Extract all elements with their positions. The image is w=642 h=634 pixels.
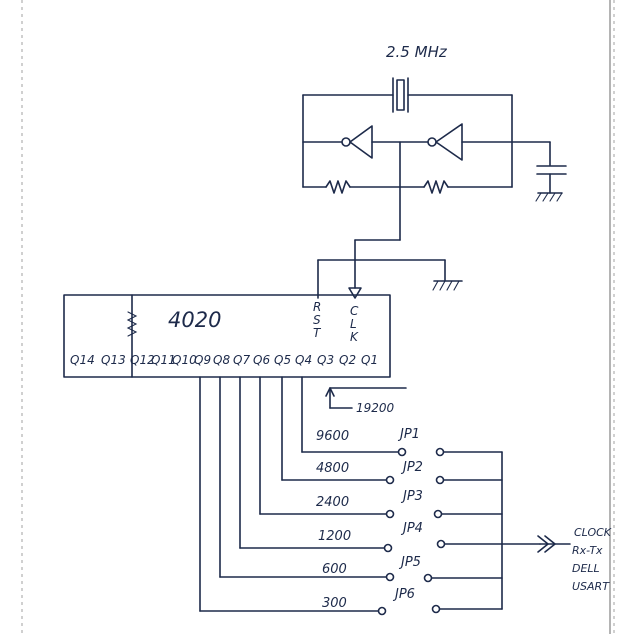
pin-label-q1: Q1 bbox=[361, 353, 378, 367]
ic-output-pin-labels: Q14 Q13 Q12 Q11 Q10 Q9 Q8 Q7 Q6 Q5 Q4 Q3… bbox=[70, 353, 378, 367]
jumper-label-jp2: JP2 bbox=[400, 460, 423, 475]
pin-label-q7: Q7 bbox=[233, 353, 250, 367]
clock-input-triangle bbox=[348, 287, 362, 299]
jp2-right-contact bbox=[435, 475, 445, 485]
rate-2400: 2400 bbox=[316, 495, 349, 510]
jp4-right-contact bbox=[436, 539, 446, 549]
counter-ic-4020: 4020 R S T C L K Q14 Q13 Q12 Q11 Q10 Q9 … bbox=[63, 294, 391, 378]
jp1-left-contact bbox=[397, 447, 407, 457]
crystal-symbol bbox=[302, 77, 513, 113]
jp5-left-contact bbox=[385, 572, 395, 582]
clk-letter-k: K bbox=[350, 330, 359, 344]
jumper-label-jp1: JP1 bbox=[397, 427, 420, 442]
output-label-dell: DELL bbox=[572, 562, 600, 575]
jumper-label-jp6: JP6 bbox=[392, 587, 415, 602]
pin-label-q8: Q8 bbox=[213, 353, 230, 367]
rate-600: 600 bbox=[322, 562, 347, 577]
jp1-right-contact bbox=[435, 447, 445, 457]
pin-label-q2: Q2 bbox=[339, 353, 356, 367]
pin-label-q9: Q9 bbox=[194, 353, 211, 367]
jp4-left-contact bbox=[383, 543, 393, 553]
jp3-right-contact bbox=[433, 509, 443, 519]
clk-letter-c: C bbox=[350, 304, 359, 318]
ground-symbol-capacitor bbox=[535, 192, 563, 202]
rst-letter-s: S bbox=[313, 313, 321, 327]
ground-symbol-reset bbox=[432, 280, 463, 291]
jumper-label-jp4: JP4 bbox=[400, 521, 423, 536]
rst-letter-r: R bbox=[313, 300, 321, 314]
jp5-right-contact bbox=[423, 573, 433, 583]
resistor-2 bbox=[423, 180, 449, 194]
jp6-right-contact bbox=[431, 604, 441, 614]
pin-label-q5: Q5 bbox=[274, 353, 291, 367]
jumper-label-jp3: JP3 bbox=[400, 489, 423, 504]
pin-label-q11: Q11 bbox=[151, 353, 176, 367]
inverter-1 bbox=[341, 125, 373, 159]
jp6-left-contact bbox=[377, 606, 387, 616]
crystal-frequency-label: 2.5 MHz bbox=[386, 43, 448, 61]
jp2-left-contact bbox=[385, 475, 395, 485]
ic-part-number: 4020 bbox=[168, 308, 221, 332]
rate-4800: 4800 bbox=[316, 461, 349, 476]
jumper-label-jp5: JP5 bbox=[398, 555, 421, 570]
rst-letter-t: T bbox=[313, 326, 322, 340]
pin-label-q10: Q10 bbox=[172, 353, 197, 367]
pin-label-q14: Q14 bbox=[70, 353, 95, 367]
pin-label-q12: Q12 bbox=[130, 353, 155, 367]
jp3-left-contact bbox=[385, 509, 395, 519]
oscillator-circuit: 2.5 MHz bbox=[302, 43, 567, 299]
output-label-rx-tx: Rx-Tx bbox=[572, 544, 603, 557]
pin-label-q4: Q4 bbox=[295, 353, 312, 367]
rate-300: 300 bbox=[322, 596, 347, 611]
pin-label-q13: Q13 bbox=[101, 353, 126, 367]
capacitor bbox=[536, 141, 567, 194]
resistor-1 bbox=[325, 180, 351, 194]
rate-9600: 9600 bbox=[316, 429, 349, 444]
output-label-block: CLOCK Rx-Tx DELL USART bbox=[572, 526, 612, 593]
pin-label-q3: Q3 bbox=[317, 353, 334, 367]
clk-letter-l: L bbox=[350, 317, 357, 331]
baud-rate-jumpers: 9600 4800 2400 1200 600 300 JP1 JP2 JP3 … bbox=[199, 376, 541, 616]
inverter-2 bbox=[427, 123, 463, 161]
output-label-usart: USART bbox=[572, 580, 610, 593]
rate-1200: 1200 bbox=[318, 529, 351, 544]
clock-output-arrow bbox=[537, 535, 571, 553]
q3-19200-marker: 19200 bbox=[325, 387, 407, 415]
pin-label-q6: Q6 bbox=[253, 353, 270, 367]
rate-19200: 19200 bbox=[356, 401, 395, 415]
output-label-clock: CLOCK bbox=[574, 526, 612, 539]
